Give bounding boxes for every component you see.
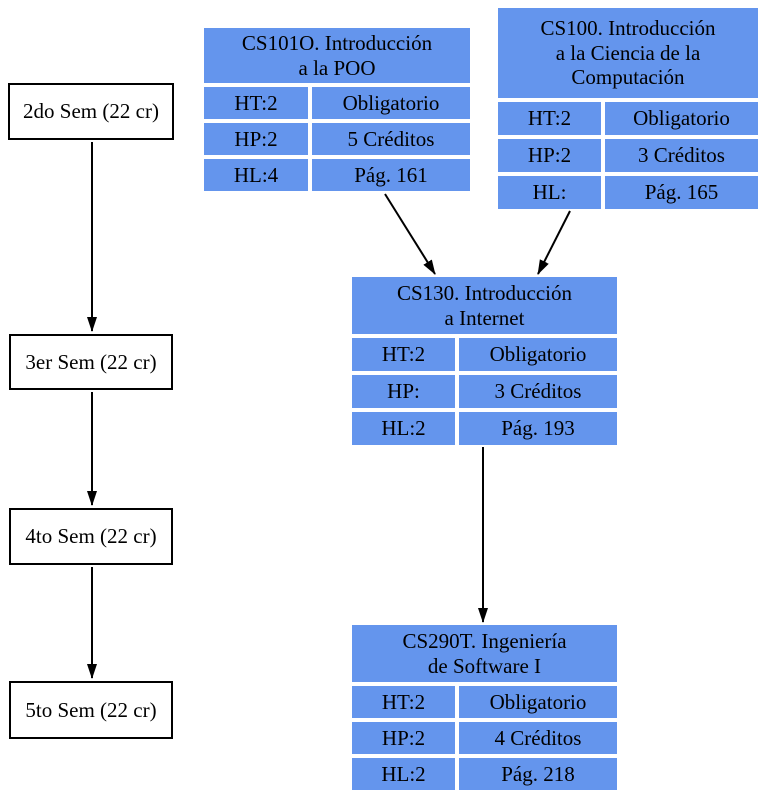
edge-cs101o-cs130 [384, 193, 436, 275]
course-credits: 3 Créditos [459, 375, 617, 408]
edge-cs100-cs130 [537, 210, 571, 275]
semester-label: 3er Sem (22 cr) [25, 349, 157, 374]
course-hl: HL:4 [204, 159, 308, 191]
course-page: Pág. 161 [312, 159, 470, 191]
course-hl: HL:2 [352, 412, 455, 445]
course-title: CS290T. Ingeniería de Software I [352, 625, 617, 682]
semester-label: 2do Sem (22 cr) [23, 99, 159, 123]
course-hp: HP: [352, 375, 455, 408]
course-hp: HP:2 [352, 722, 455, 754]
course-credits: 5 Créditos [312, 123, 470, 155]
semester-node-3er: 3er Sem (22 cr) [9, 334, 173, 390]
course-type: Obligatorio [459, 686, 617, 718]
course-page: Pág. 218 [459, 758, 617, 790]
course-type: Obligatorio [605, 102, 758, 135]
course-hl: HL: [498, 176, 601, 209]
course-title: CS130. Introducción a Internet [352, 277, 617, 334]
semester-label: 5to Sem (22 cr) [25, 697, 157, 722]
course-card-cs100: CS100. Introducción a la Ciencia de la C… [498, 8, 758, 209]
course-card-cs130: CS130. Introducción a Internet HT:2 Obli… [352, 277, 617, 445]
semester-node-5to: 5to Sem (22 cr) [9, 681, 173, 739]
course-ht: HT:2 [352, 338, 455, 371]
course-hp: HP:2 [204, 123, 308, 155]
course-ht: HT:2 [498, 102, 601, 135]
course-card-cs290t: CS290T. Ingeniería de Software I HT:2 Ob… [352, 625, 617, 790]
course-hp: HP:2 [498, 139, 601, 172]
course-credits: 4 Créditos [459, 722, 617, 754]
course-hl: HL:2 [352, 758, 455, 790]
course-title: CS101O. Introducción a la POO [204, 28, 470, 83]
course-title: CS100. Introducción a la Ciencia de la C… [498, 8, 758, 98]
semester-node-4to: 4to Sem (22 cr) [9, 508, 173, 565]
semester-node-2do: 2do Sem (22 cr) [8, 83, 174, 140]
course-page: Pág. 165 [605, 176, 758, 209]
semester-label: 4to Sem (22 cr) [25, 524, 157, 548]
course-credits: 3 Créditos [605, 139, 758, 172]
course-ht: HT:2 [352, 686, 455, 718]
course-ht: HT:2 [204, 87, 308, 119]
course-type: Obligatorio [312, 87, 470, 119]
course-card-cs101o: CS101O. Introducción a la POO HT:2 Oblig… [204, 28, 470, 191]
course-type: Obligatorio [459, 338, 617, 371]
course-page: Pág. 193 [459, 412, 617, 445]
